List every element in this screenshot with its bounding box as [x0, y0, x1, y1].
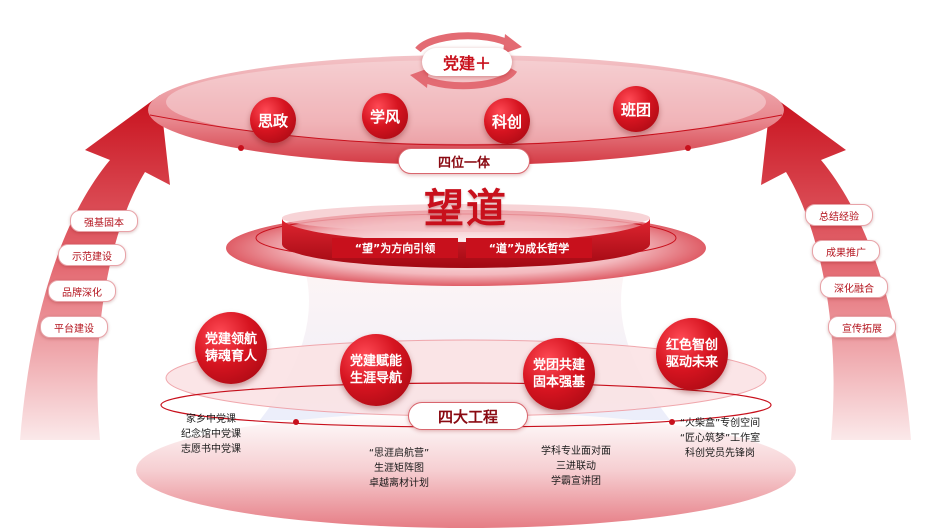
left-pill-2: 品牌深化	[48, 280, 116, 302]
project-1-detail-2: 卓越离材计划	[369, 478, 429, 489]
project-2-detail-1: 三进联动	[556, 461, 596, 472]
middle-tag-dao: “道”为成长哲学	[466, 238, 592, 258]
project-0-line1: 党建领航	[204, 332, 257, 347]
project-circle-2: 党团共建 固本强基	[523, 338, 595, 410]
top-item-kechuang: 科创	[484, 98, 530, 144]
project-2-line2: 固本强基	[532, 375, 585, 390]
project-2-details: 学科专业面对面 三进联动 学霸宣讲团	[528, 444, 624, 489]
project-3-detail-0: “火柴盒”专创空间	[679, 418, 761, 429]
project-0-detail-1: 纪念馆中党课	[181, 429, 241, 440]
bottom-disk	[136, 412, 796, 528]
right-arrow	[761, 95, 911, 440]
project-circle-3: 红色智创 驱动未来	[656, 318, 728, 390]
project-1-line2: 生涯导航	[349, 371, 402, 386]
project-3-line1: 红色智创	[665, 338, 718, 353]
right-pill-3: 宣传拓展	[828, 316, 896, 338]
top-item-xuefeng: 学风	[362, 93, 408, 139]
wangdao-title: 望道	[424, 185, 508, 232]
project-0-line2: 铸魂育人	[204, 349, 257, 364]
project-1-line1: 党建赋能	[349, 354, 402, 369]
project-circle-1: 党建赋能 生涯导航	[340, 334, 412, 406]
party-building-plus-label: 党建＋	[422, 48, 512, 76]
project-3-detail-2: 科创党员先锋岗	[685, 448, 755, 459]
left-arrow	[20, 95, 170, 440]
project-3-details: “火柴盒”专创空间 “匠心筑梦”工作室 科创党员先锋岗	[660, 416, 780, 461]
left-pill-3: 平台建设	[40, 316, 108, 338]
project-2-detail-2: 学霸宣讲团	[551, 476, 601, 487]
project-2-line1: 党团共建	[532, 358, 585, 373]
middle-tag-wang: “望”为方向引领	[332, 238, 458, 258]
project-3-line2: 驱动未来	[665, 355, 718, 370]
right-pill-2: 深化融合	[820, 276, 888, 298]
project-2-detail-0: 学科专业面对面	[541, 446, 611, 457]
four-in-one-label: 四位一体	[398, 148, 530, 174]
right-pill-1: 成果推广	[812, 240, 880, 262]
project-0-details: 家乡中党课 纪念馆中党课 志愿书中党课	[168, 412, 254, 457]
project-1-details: “思涯启航营” 生涯矩阵图 卓越离材计划	[354, 446, 444, 491]
left-pill-0: 强基固本	[70, 210, 138, 232]
project-1-detail-1: 生涯矩阵图	[374, 463, 424, 474]
project-0-detail-0: 家乡中党课	[186, 414, 236, 425]
top-item-sizheng: 思政	[250, 97, 296, 143]
project-3-detail-1: “匠心筑梦”工作室	[679, 433, 761, 444]
left-pill-1: 示范建设	[58, 244, 126, 266]
project-circle-0: 党建领航 铸魂育人	[195, 312, 267, 384]
project-0-detail-2: 志愿书中党课	[181, 444, 241, 455]
project-1-detail-0: “思涯启航营”	[368, 448, 430, 459]
right-pill-0: 总结经验	[805, 204, 873, 226]
top-item-bantuan: 班团	[613, 86, 659, 132]
four-projects-label: 四大工程	[408, 402, 528, 430]
